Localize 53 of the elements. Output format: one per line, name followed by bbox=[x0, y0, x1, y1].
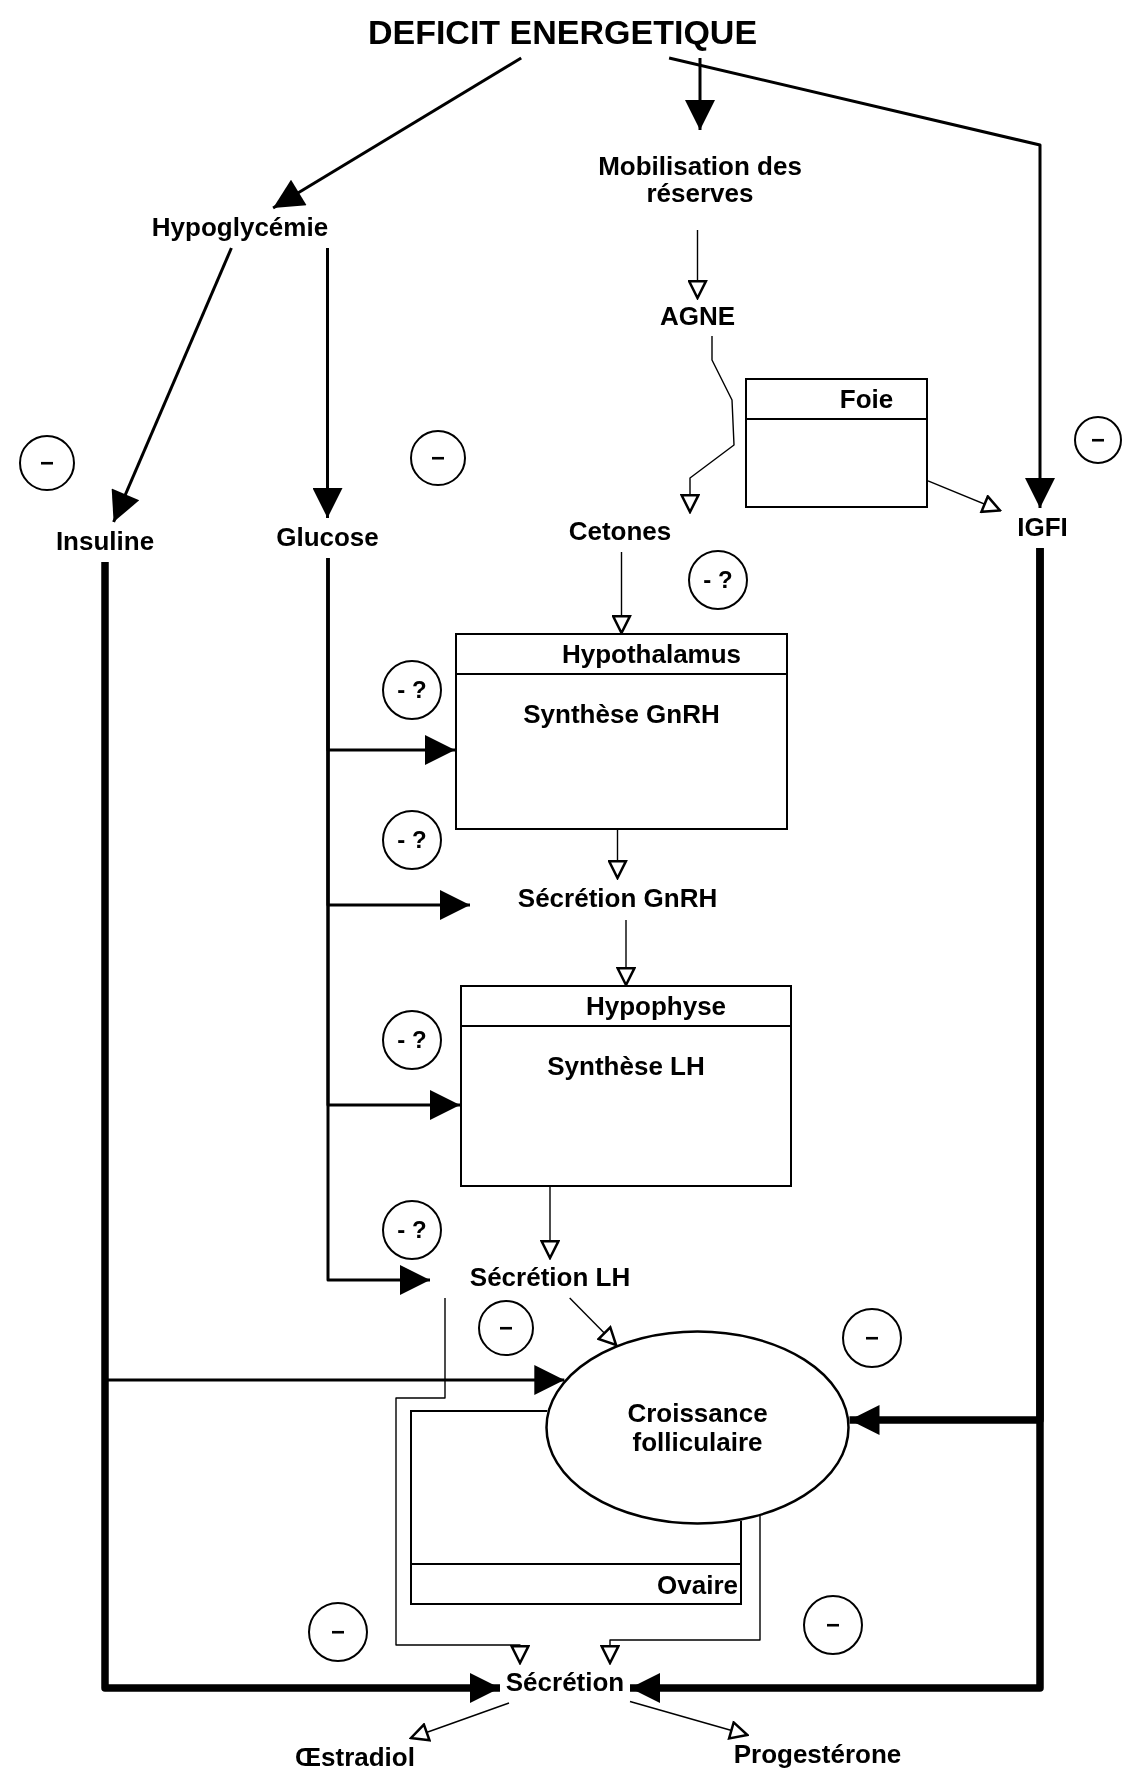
box-heading: Hypothalamus bbox=[560, 641, 742, 667]
inhibition-sign: - ? bbox=[397, 828, 427, 852]
arrow bbox=[600, 1515, 761, 1665]
node-label: Insuline bbox=[35, 522, 175, 562]
box-heading: Foie bbox=[838, 386, 894, 412]
arrow bbox=[272, 56, 522, 210]
inhibition-sign: - ? bbox=[703, 568, 733, 592]
node-label: Sécrétion bbox=[500, 1663, 630, 1703]
inhibition-sign: − bbox=[1091, 428, 1105, 452]
node-label: IGFI bbox=[1000, 508, 1085, 548]
arrow bbox=[569, 1297, 618, 1347]
arrow bbox=[111, 247, 233, 523]
inhibition-sign: − bbox=[499, 1316, 513, 1340]
node-label: Œstradiol bbox=[265, 1738, 445, 1778]
inhibition-sign: − bbox=[40, 451, 54, 475]
arrow bbox=[312, 248, 343, 518]
organ-box bbox=[745, 378, 928, 508]
inhibition-sign: − bbox=[865, 1326, 879, 1350]
node-label: Glucose bbox=[255, 518, 400, 558]
inhibition-sign: − bbox=[826, 1613, 840, 1637]
box-heading: Hypophyse bbox=[584, 993, 727, 1019]
arrow bbox=[616, 919, 636, 987]
arrow bbox=[326, 558, 430, 1295]
inhibition-sign: - ? bbox=[397, 1218, 427, 1242]
node-label: Progestérone bbox=[695, 1735, 940, 1775]
arrow bbox=[409, 1702, 510, 1742]
box-heading: Ovaire bbox=[657, 1572, 738, 1598]
arrow bbox=[687, 229, 708, 300]
inhibition-sign: − bbox=[331, 1620, 345, 1644]
inhibition-sign: - ? bbox=[397, 1028, 427, 1052]
arrow bbox=[629, 1700, 749, 1740]
organ-box bbox=[460, 985, 792, 1187]
organ-box bbox=[455, 633, 788, 830]
arrow bbox=[607, 829, 628, 880]
node-label: Sécrétion GnRH bbox=[470, 878, 765, 920]
node-label: Sécrétion LH bbox=[430, 1258, 670, 1298]
arrow bbox=[927, 480, 1002, 514]
title-label: DEFICIT ENERGETIQUE bbox=[290, 8, 835, 58]
node-label: Mobilisation des réserves bbox=[585, 130, 815, 230]
box-text: Synthèse LH bbox=[547, 1053, 705, 1079]
arrow bbox=[395, 1297, 530, 1665]
arrow bbox=[668, 56, 1055, 508]
arrow bbox=[540, 1186, 560, 1260]
ellipse-text: Croissance folliculaire bbox=[626, 1398, 769, 1457]
node-label: Hypoglycémie bbox=[110, 208, 370, 248]
node-label: Cetones bbox=[545, 512, 695, 552]
arrow bbox=[611, 551, 632, 635]
arrow bbox=[680, 335, 735, 514]
arrow bbox=[685, 58, 715, 130]
inhibition-sign: − bbox=[431, 446, 445, 470]
node-label: AGNE bbox=[640, 298, 755, 336]
inhibition-sign: - ? bbox=[397, 678, 427, 702]
box-text: Synthèse GnRH bbox=[523, 701, 720, 727]
